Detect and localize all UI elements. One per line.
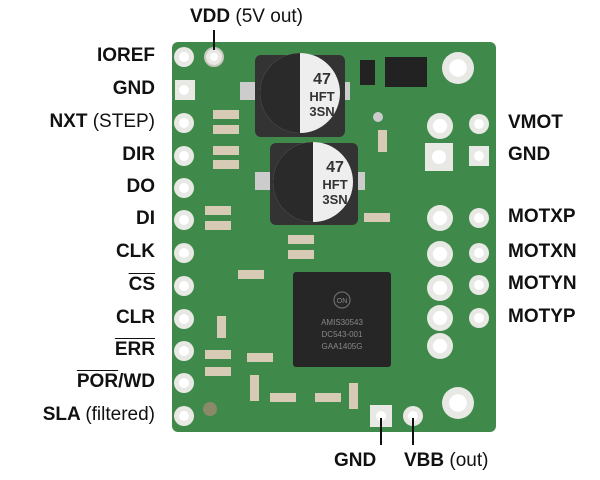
label-gnd-bottom: GND: [334, 450, 377, 471]
label-di: DI: [136, 208, 155, 229]
svg-text:DC543-001: DC543-001: [322, 330, 363, 339]
capacitor: 47 HFT 3SN: [255, 142, 365, 225]
svg-text:AMIS30543: AMIS30543: [321, 318, 363, 327]
label-vmot: VMOT: [508, 112, 563, 133]
label-gnd: GND: [508, 144, 551, 165]
label-cs: CS: [128, 274, 155, 295]
label-gnd: GND: [112, 78, 155, 99]
label-err: ERR: [114, 339, 155, 360]
label-por: POR/WD: [76, 371, 155, 392]
passive-components: [205, 110, 390, 409]
label-clr: CLR: [115, 307, 155, 328]
pcb: [172, 42, 496, 432]
label-clk: CLK: [115, 241, 155, 262]
label-motxn: MOTXN: [508, 241, 577, 262]
label-do: DO: [126, 176, 156, 197]
mosfet: [385, 57, 427, 87]
label-sla: SLA (filtered): [42, 404, 155, 425]
svg-text:3SN: 3SN: [309, 104, 334, 119]
svg-text:HFT: HFT: [322, 177, 347, 192]
label-motyp: MOTYP: [508, 306, 576, 327]
svg-text:3SN: 3SN: [322, 192, 347, 207]
capacitor: 47 HFT 3SN: [240, 53, 350, 137]
label-motyn: MOTYN: [508, 273, 577, 294]
svg-text:47: 47: [326, 159, 344, 176]
svg-text:ON: ON: [337, 298, 348, 305]
svg-text:47: 47: [313, 71, 331, 88]
label-nxt: NXT (STEP): [49, 111, 155, 132]
svg-text:HFT: HFT: [309, 89, 334, 104]
label-dir: DIR: [122, 144, 155, 165]
label-ioref: IOREF: [96, 45, 155, 66]
driver-chip: ON AMIS30543 DC543-001 GAA1405G: [293, 272, 391, 367]
label-vbb: VBB (out): [404, 450, 489, 471]
label-vdd: VDD (5V out): [190, 6, 303, 27]
label-motxp: MOTXP: [508, 206, 576, 227]
svg-text:GAA1405G: GAA1405G: [322, 342, 363, 351]
